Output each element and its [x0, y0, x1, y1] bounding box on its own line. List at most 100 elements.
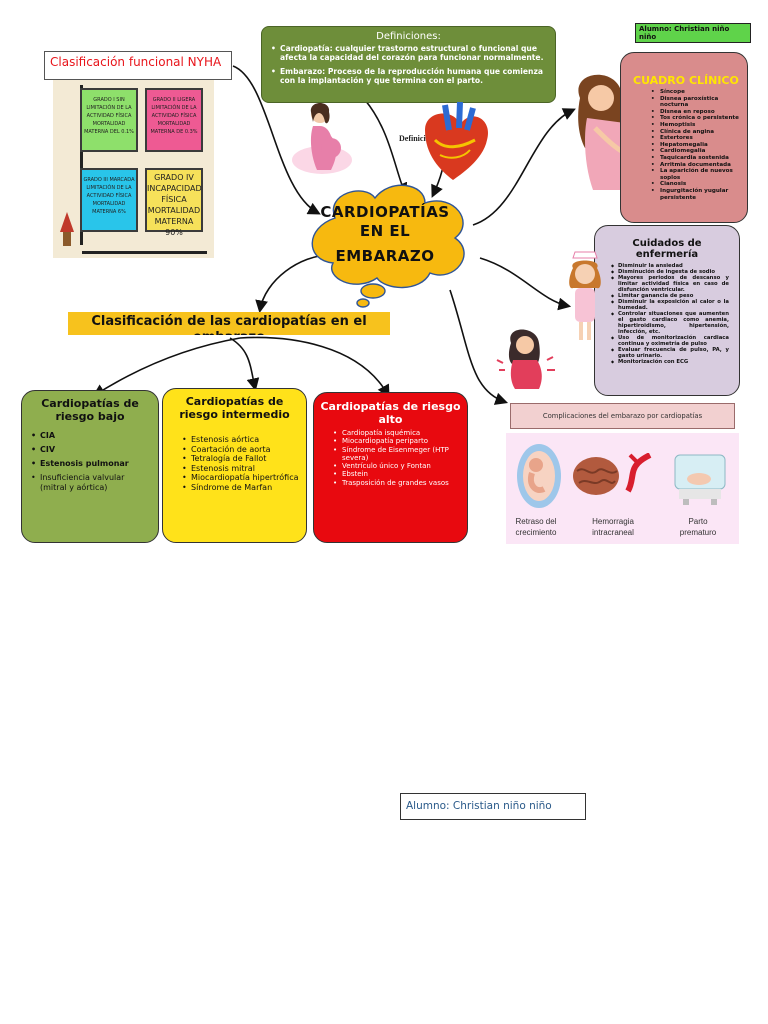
care-item: Mayores periodos de descanso y limitar a… [611, 275, 729, 293]
clinical-item: Síncope [649, 89, 745, 96]
pencil-figure-icon [60, 212, 74, 246]
risk-high-item: Síndrome de Eisenmeger (HTP severa) [330, 446, 461, 463]
care-item: Uso de monitorización cardiaca continua … [611, 335, 729, 347]
nyha-grade-1: GRADO I SIN LIMITACIÓN DE LA ACTIVIDAD F… [80, 88, 138, 152]
arrow-risk-mid [229, 337, 260, 392]
definition-embarazo: Embarazo: Proceso de la reproducción hum… [270, 67, 547, 85]
risk-intermediate-item: Coartación de aorta [179, 445, 300, 455]
risk-intermediate-item: Miocardiopatía hipertrófica [179, 473, 300, 483]
blood-vessel-icon [625, 453, 652, 493]
care-item: Limitar ganancia de peso [611, 293, 729, 299]
central-title-line-3: EMBARAZO [335, 247, 435, 265]
complication-label-line: intracraneal [592, 528, 634, 537]
risk-intermediate-list: Estenosis aórtica Coartación de aorta Te… [169, 435, 300, 492]
clinical-item: Taquicardia sostenida [649, 155, 745, 162]
risk-high-list: Cardiopatía isquémica Miocardiopatía per… [320, 429, 461, 487]
complication-label-premature: Parto prematuro [663, 516, 733, 538]
nyha-grade-2: GRADO II LIGERA LIMITACIÓN DE LA ACTIVID… [145, 88, 203, 152]
clinical-item: Hemoptisis [649, 122, 745, 129]
risk-intermediate-item: Síndrome de Marfan [179, 483, 300, 493]
clinical-item: Clínica de angina [649, 129, 745, 136]
central-cloud [311, 184, 465, 308]
risk-low-item: Estenosis pulmonar [28, 459, 152, 469]
clinical-item: Cardiomegalia [649, 148, 745, 155]
risk-low-list: CIA CIV Estenosis pulmonar Insuficiencia… [28, 431, 152, 493]
clinical-item: Ingurgitación yugular persistente [649, 188, 745, 201]
fetus-icon [517, 444, 561, 508]
risk-high-item: Trasposición de grandes vasos [330, 479, 461, 488]
central-title-line-1: CARDIOPATÍAS [320, 203, 450, 221]
risk-low-item: CIA [28, 431, 152, 441]
complications-title: Complicaciones del embarazo por cardiopa… [510, 403, 735, 429]
clinical-item: Cianosis [649, 181, 745, 188]
nyha-grade-3: GRADO III MARCADA LIMITACIÓN DE LA ACTIV… [80, 168, 138, 232]
pregnant-woman-pain-icon [496, 329, 555, 389]
complication-label-line: Retraso del [515, 517, 557, 526]
risk-low-item: CIV [28, 445, 152, 455]
student-label-bottom: Alumno: Christian niño niño [400, 793, 586, 820]
clinical-item: Estertores [649, 135, 745, 142]
risk-low-box: Cardiopatías de riesgo bajo CIA CIV Este… [21, 390, 159, 543]
complication-label-line: crecimiento [515, 528, 557, 537]
heart-anatomy-icon [425, 101, 488, 180]
arrow-risk-low [92, 337, 241, 397]
definition-cardiopatia: Cardiopatía: cualquier trastorno estruct… [270, 44, 547, 62]
nursing-care-list: Disminuir la ansiedad Disminución de ing… [611, 263, 729, 365]
risk-intermediate-item: Tetralogía de Fallot [179, 454, 300, 464]
complication-label-growth: Retraso del crecimiento [501, 516, 571, 538]
brain-icon [573, 457, 619, 495]
risk-high-item: Ebstein [330, 470, 461, 479]
care-item: Disminuir la ansiedad [611, 263, 729, 269]
nurse-icon [569, 251, 601, 340]
risk-high-box: Cardiopatías de riesgo alto Cardiopatía … [313, 392, 468, 543]
care-item: Controlar situaciones que aumenten el ga… [611, 311, 729, 335]
clinical-item: Tos crónica o persistente [649, 115, 745, 122]
nyha-grade-4: GRADO IV INCAPACIDAD FÍSICA MORTALIDAD M… [145, 168, 203, 237]
risk-intermediate-item: Estenosis aórtica [179, 435, 300, 445]
classification-banner: Clasificación de las cardiopatías en el … [68, 312, 390, 335]
risk-high-item: Ventrículo único y Fontan [330, 462, 461, 471]
clinical-picture-box: CUADRO CLÍNICO Síncope Disnea paroxístic… [620, 52, 748, 223]
complication-label-line: Hemorragia [592, 517, 634, 526]
risk-low-title: Cardiopatías de riesgo bajo [41, 397, 139, 423]
risk-intermediate-box: Cardiopatías de riesgo intermedio Esteno… [162, 388, 307, 543]
arrow-nyha [232, 65, 321, 215]
clinical-item: La aparición de nuevos soplos [649, 168, 745, 181]
pregnant-woman-icon [292, 103, 352, 174]
care-item: Evaluar frecuencia de pulso, PA, y gasto… [611, 347, 729, 359]
clinical-item: Hepatomegalia [649, 142, 745, 149]
risk-high-item: Miocardiopatía periparto [330, 437, 461, 446]
clinical-title: CUADRO CLÍNICO [633, 74, 739, 87]
risk-high-item: Cardiopatía isquémica [330, 429, 461, 438]
complication-label-line: prematuro [679, 528, 717, 537]
central-title: CARDIOPATÍAS EN EL EMBARAZO [320, 203, 450, 266]
definitions-title: Definiciones: [376, 31, 441, 42]
nyha-axis-y [80, 85, 83, 245]
central-title-line-2: EN EL [359, 222, 411, 240]
care-item: Monitorización con ECG [611, 359, 729, 365]
arrow-care [479, 257, 572, 311]
nyha-axis-x [82, 251, 207, 254]
arrow-clinical [472, 108, 576, 226]
complication-label-line: Parto [688, 517, 708, 526]
incubator-icon [674, 454, 726, 505]
complication-label-hemorrhage: Hemorragia intracraneal [578, 516, 648, 538]
heart-caption: Definici [399, 134, 426, 143]
risk-low-item: Insuficiencia valvular (mitral y aórtica… [28, 473, 152, 493]
clinical-list: Síncope Disnea paroxística nocturna Disn… [649, 89, 745, 201]
care-item: Disminución de ingesta de sodio [611, 269, 729, 275]
clinical-item: Disnea en reposo [649, 109, 745, 116]
risk-high-title: Cardiopatías de riesgo alto [320, 400, 461, 426]
complications-panel: Retraso del crecimiento Hemorragia intra… [506, 433, 739, 544]
nursing-care-box: Cuidados de enfermería Disminuir la ansi… [594, 225, 740, 396]
nursing-care-title: Cuidados de enfermería [632, 238, 702, 260]
student-label-top: Alumno: Christian niño niño [635, 23, 751, 43]
care-item: Disminuir la exposición al calor o la hu… [611, 299, 729, 311]
definitions-box: Definiciones: Cardiopatía: cualquier tra… [261, 26, 556, 103]
risk-intermediate-item: Estenosis mitral [179, 464, 300, 474]
risk-intermediate-title: Cardiopatías de riesgo intermedio [179, 395, 290, 421]
clinical-item: Arritmia documentada [649, 162, 745, 169]
arrow-risk-high [239, 336, 390, 398]
nyha-title: Clasificación funcional NYHA [44, 51, 232, 80]
arrow-complications [449, 289, 509, 405]
